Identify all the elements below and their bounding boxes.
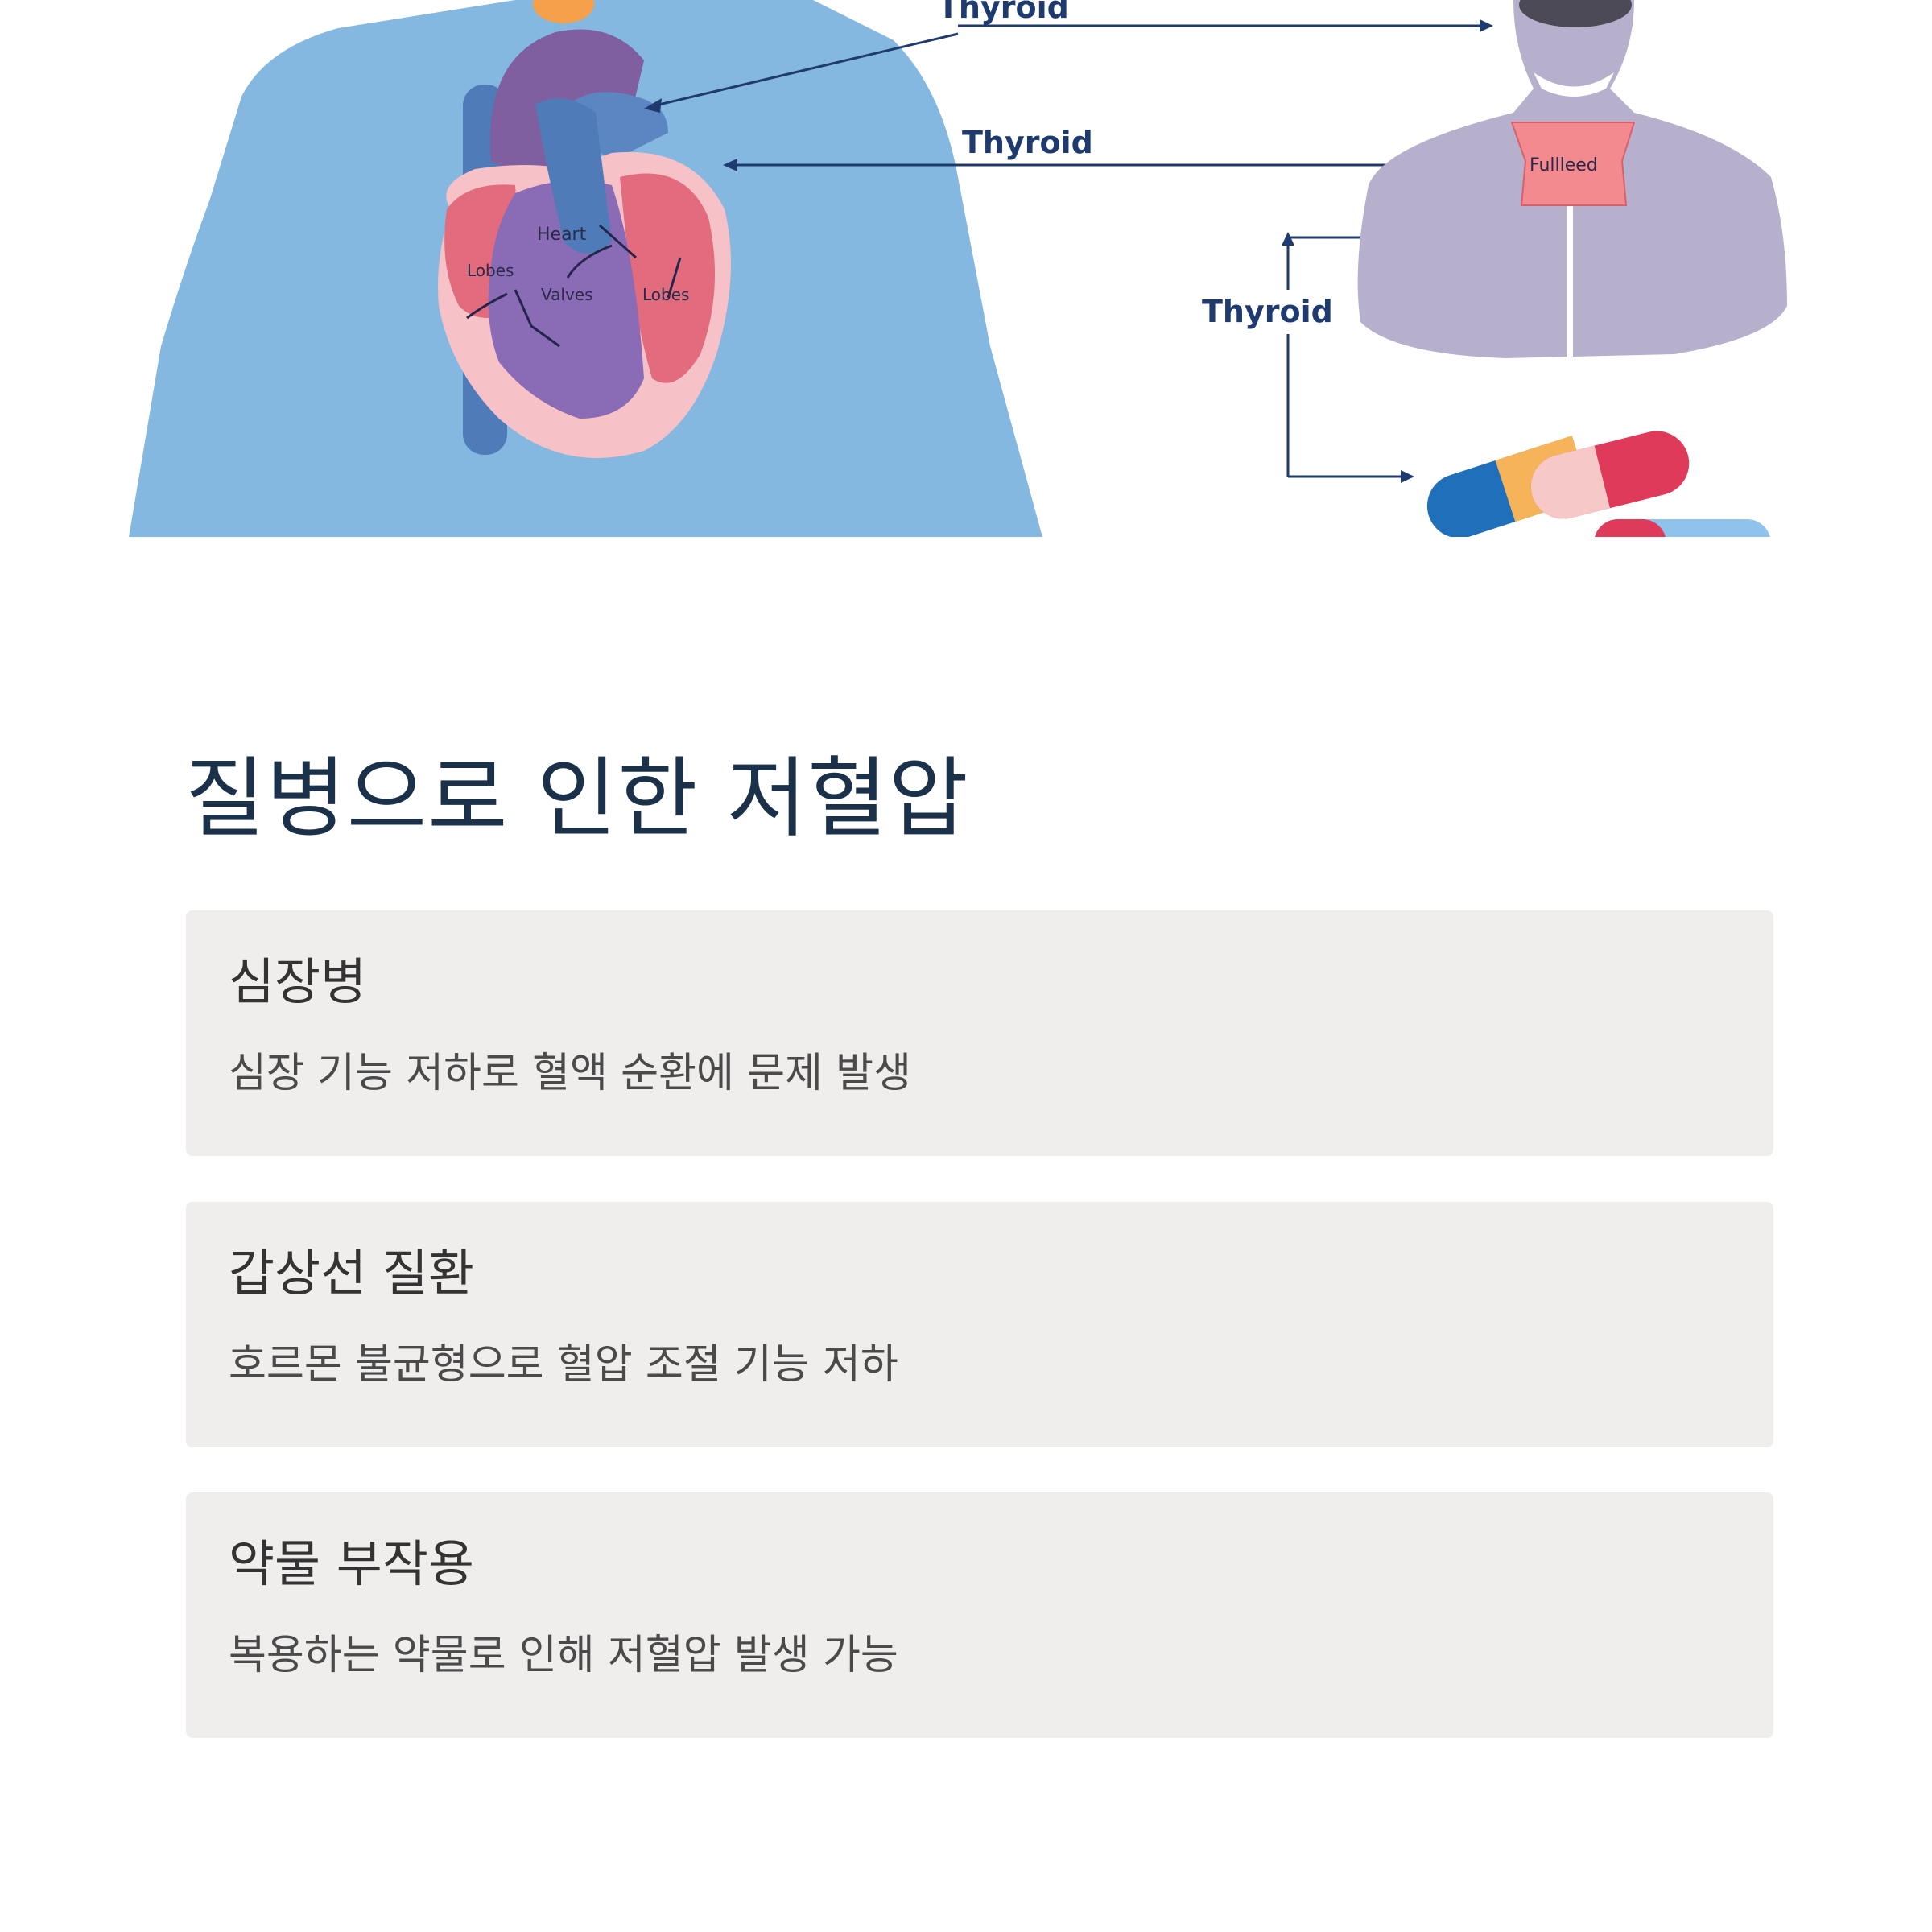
pills-illustration — [1426, 431, 1770, 537]
valves-label: Valves — [541, 285, 593, 304]
page-title: 질병으로 인한 저혈압 — [185, 749, 969, 849]
neck-thyroid-dot — [533, 0, 594, 23]
card-description: 심장 기능 저하로 혈액 순환에 문제 발생 — [229, 1050, 911, 1097]
thyroid-top-label: Thyroid — [938, 0, 1069, 25]
card-drug-side-effects: 약물 부작용 복용하는 약물로 인해 저혈압 발생 가능 — [186, 1492, 1773, 1738]
card-title: 갑상선 질환 — [229, 1244, 474, 1302]
lobes-right-label: Lobes — [642, 285, 689, 304]
connector-arrows: Thyroid Thyroid Thyroid — [644, 0, 1517, 483]
thyroid-mid-label: Thyroid — [962, 125, 1093, 160]
lobes-left-label: Lobes — [467, 261, 514, 280]
hero-illustration: Heart Lobes Valves Lobes Thyroid Thyroid — [0, 0, 1932, 537]
thyroid-low-label: Thyroid — [1202, 294, 1333, 329]
card-heart-disease: 심장병 심장 기능 저하로 혈액 순환에 문제 발생 — [186, 910, 1773, 1156]
heart-diagram: Heart Lobes Valves Lobes — [438, 29, 731, 458]
card-description: 호르몬 불균형으로 혈압 조절 기능 저하 — [229, 1341, 898, 1389]
card-title: 심장병 — [229, 952, 367, 1011]
neck-figure: Fullleed — [1357, 0, 1787, 358]
fullleed-label: Fullleed — [1530, 155, 1598, 175]
card-description: 복용하는 약물로 인해 저혈압 발생 가능 — [229, 1632, 898, 1679]
card-thyroid-disease: 갑상선 질환 호르몬 불균형으로 혈압 조절 기능 저하 — [186, 1202, 1773, 1447]
heart-label: Heart — [537, 225, 587, 245]
card-title: 약물 부작용 — [229, 1534, 474, 1593]
